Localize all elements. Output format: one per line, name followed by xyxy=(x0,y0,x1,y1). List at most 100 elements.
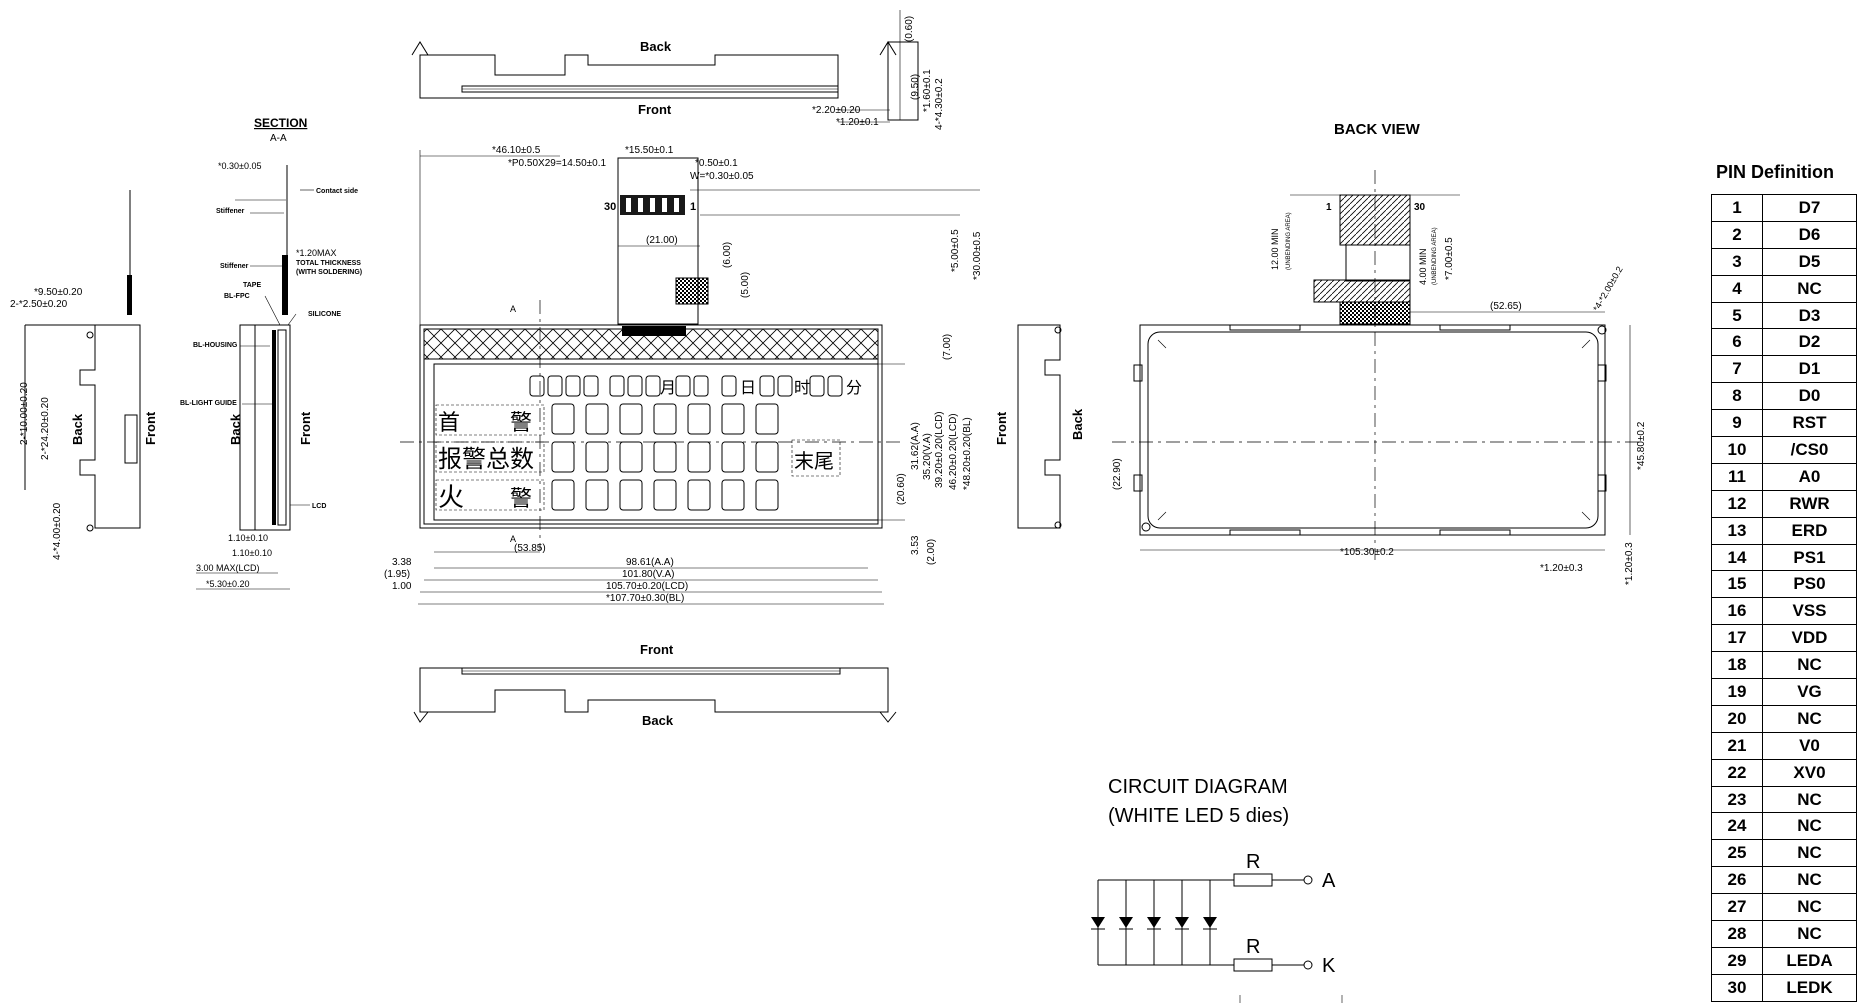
section-dim-1-10-a: 1.10±0.10 xyxy=(228,533,268,543)
dim-105-30: *105.30±0.2 xyxy=(1340,547,1394,558)
dim-45-80: *45.80±0.2 xyxy=(1636,421,1647,470)
pin-function: NC xyxy=(1762,274,1857,303)
top-profile-front-label: Front xyxy=(638,102,672,117)
pin-number: 13 xyxy=(1711,516,1763,545)
section-front-label: Front xyxy=(298,411,313,445)
section-bl-fpc: BL-FPC xyxy=(224,293,250,300)
pin-function: NC xyxy=(1762,920,1857,948)
pin-number: 30 xyxy=(1711,973,1763,1002)
right-side-profile: Front Back xyxy=(994,324,1085,529)
section-contact-side: Contact side xyxy=(316,188,358,195)
pin-function: ERD xyxy=(1762,516,1857,545)
dim-unbending-2: (UNBENDING AREA) xyxy=(1432,227,1438,285)
dim-6-00: (6.00) xyxy=(722,242,733,268)
dim-9-50: (9.50) xyxy=(910,74,921,100)
front-fpc-pin-1: 1 xyxy=(690,201,696,213)
section-silicone: SILICONE xyxy=(308,311,341,318)
dim-5-00-b: *5.00±0.5 xyxy=(950,229,961,272)
lcd-label-alarm-total: 报警总数 xyxy=(438,446,534,473)
section-stiffener-1: Stiffener xyxy=(216,208,245,215)
pin-number: 26 xyxy=(1711,866,1763,895)
lcd-label-first: 首 xyxy=(438,410,460,435)
pin-function: NC xyxy=(1762,812,1857,841)
dim-4-2-00: *4-*2.00±0.2 xyxy=(1591,265,1625,313)
pin-function: PS1 xyxy=(1762,543,1857,572)
circuit-diagram: CIRCUIT DIAGRAM (WHITE LED 5 dies) R R A… xyxy=(1091,776,1343,1003)
pin-function: D7 xyxy=(1762,194,1857,222)
lcd-label-minute: 分 xyxy=(846,379,862,397)
dim-2-00: (2.00) xyxy=(926,539,937,565)
back-view-title: BACK VIEW xyxy=(1334,121,1421,138)
dim-24-20: 2-*24.20±0.20 xyxy=(40,397,51,460)
pin-function: D6 xyxy=(1762,220,1857,249)
lcd-label-hour: 时 xyxy=(794,379,810,397)
pin-number: 28 xyxy=(1711,920,1763,948)
back-view: BACK VIEW 1 30 12.00 MIN (UNBENDING AREA… xyxy=(1112,121,1647,585)
pin-number: 25 xyxy=(1711,839,1763,868)
pin-function: XV0 xyxy=(1762,758,1857,787)
right-back-label: Back xyxy=(1070,408,1085,440)
section-with-soldering: (WITH SOLDERING) xyxy=(296,269,362,276)
section-total-thickness: TOTAL THICKNESS xyxy=(296,260,361,267)
section-subtitle: A-A xyxy=(270,133,287,144)
dim-w-0-30: W=*0.30±0.05 xyxy=(690,171,754,182)
pin-function: NC xyxy=(1762,893,1857,922)
pin-number: 22 xyxy=(1711,758,1763,787)
circuit-terminal-k: K xyxy=(1322,955,1336,977)
section-bl-housing: BL-HOUSING xyxy=(193,342,238,349)
dim-7-00-back: *7.00±0.5 xyxy=(1444,237,1455,280)
dim-30-00: *30.00±0.5 xyxy=(972,231,983,280)
pin-number: 14 xyxy=(1711,543,1763,572)
dim-unbending-1: (UNBENDING AREA) xyxy=(1286,212,1292,270)
circuit-resistor-r1: R xyxy=(1246,851,1260,873)
section-dim-1-10-b: 1.10±0.10 xyxy=(232,548,272,558)
front-fpc-pin-30: 30 xyxy=(604,201,616,213)
pin-number: 20 xyxy=(1711,704,1763,733)
pin-function: D2 xyxy=(1762,328,1857,357)
dim-46-20: 46.20±0.20(LCD) xyxy=(948,413,959,490)
top-profile-back-label: Back xyxy=(640,39,672,54)
pin-number: 15 xyxy=(1711,570,1763,599)
pin-function: RWR xyxy=(1762,489,1857,518)
pin-function: VG xyxy=(1762,678,1857,706)
section-lcd: LCD xyxy=(312,503,326,510)
pin-number: 8 xyxy=(1711,382,1763,411)
dim-pitch: *P0.50X29=14.50±0.1 xyxy=(508,158,607,169)
dim-21-00: (21.00) xyxy=(646,235,678,246)
pin-function: NC xyxy=(1762,704,1857,733)
front-view: 30 1 *46.10±0.5 *P0.50X29=14.50±0.1 *15.… xyxy=(384,145,983,605)
pin-function: /CS0 xyxy=(1762,436,1857,464)
dim-10-00: 2-*10.00±0.20 xyxy=(19,382,30,445)
dim-3-53: 3.53 xyxy=(910,535,921,555)
dim-0-50: *0.50±0.1 xyxy=(695,158,738,169)
circuit-title: CIRCUIT DIAGRAM xyxy=(1108,776,1288,798)
dim-31-62: 31.62(A.A) xyxy=(910,422,921,470)
lcd-label-fire: 火 xyxy=(438,482,464,512)
dim-1-20: *1.20±0.1 xyxy=(836,117,879,128)
lcd-icon-row: 月 日 时 分 xyxy=(529,375,862,397)
pin-number: 2 xyxy=(1711,220,1763,249)
dim-4-30: 4-*4.30±0.2 xyxy=(934,78,945,130)
lcd-label-alarm-1: 警 xyxy=(510,410,532,435)
dim-1-95: (1.95) xyxy=(384,569,410,580)
dim-22-90: (22.90) xyxy=(1112,458,1123,490)
dim-1-20-v: *1.20±0.3 xyxy=(1624,542,1635,585)
